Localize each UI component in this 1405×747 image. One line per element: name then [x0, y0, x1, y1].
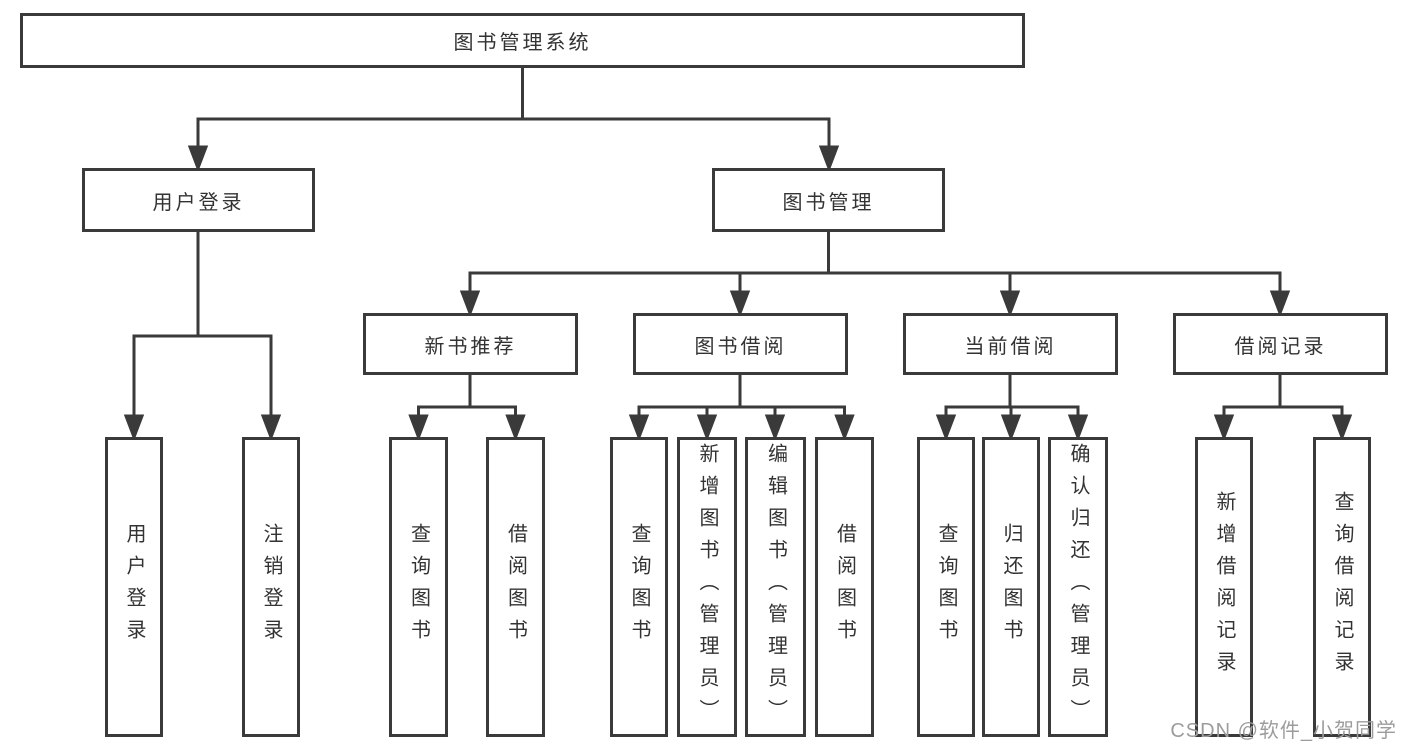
arrowhead-icon: [999, 290, 1021, 318]
connector-borrow-record-to-leaves: [1213, 375, 1353, 442]
arrowhead-icon: [187, 145, 209, 173]
connector-book-borrow-to-leaves: [628, 375, 855, 442]
leaf-borrow-add-books-admin-label: 新增图书（管理员）: [696, 443, 718, 731]
leaf-logout-label: 注销登录: [260, 523, 282, 651]
leaf-record-add-record: 新增借阅记录: [1195, 437, 1253, 737]
leaf-record-query-record-label: 查询借阅记录: [1331, 491, 1353, 683]
arrowhead-icon: [260, 414, 282, 442]
arrowhead-icon: [123, 414, 145, 442]
connector-user-login-to-leaves: [123, 232, 282, 442]
arrowhead-icon: [818, 145, 840, 173]
leaf-logout: 注销登录: [242, 437, 300, 737]
leaf-current-return-books: 归还图书: [982, 437, 1040, 737]
node-book-management-label: 图书管理: [782, 191, 875, 214]
leaf-newrec-borrow-books: 借阅图书: [486, 437, 545, 737]
node-book-borrow-label: 图书借阅: [694, 335, 787, 358]
arrowhead-icon: [935, 414, 957, 442]
leaf-borrow-add-books-admin: 新增图书（管理员）: [677, 437, 737, 737]
arrowhead-icon: [459, 290, 481, 318]
csdn-watermark: CSDN @软件_小贺同学: [1170, 720, 1397, 742]
connector-book-management-to-level3: [459, 232, 1291, 318]
arrowhead-icon: [628, 414, 650, 442]
arrowhead-icon: [1269, 290, 1291, 318]
leaf-user-login: 用户登录: [105, 437, 163, 737]
arrowhead-icon: [764, 414, 786, 442]
arrowhead-icon: [1067, 414, 1089, 442]
leaf-newrec-query-books-label: 查询图书: [407, 523, 430, 651]
node-borrow-record-label: 借阅记录: [1234, 335, 1327, 358]
node-root-label: 图书管理系统: [453, 32, 592, 54]
leaf-current-query-books: 查询图书: [917, 437, 975, 737]
leaf-newrec-borrow-books-label: 借阅图书: [504, 523, 527, 651]
arrowhead-icon: [1213, 414, 1235, 442]
connector-current-borrow-to-leaves: [935, 375, 1089, 442]
leaf-newrec-query-books: 查询图书: [389, 437, 448, 737]
leaf-current-return-books-label: 归还图书: [1000, 523, 1022, 651]
leaf-record-query-record: 查询借阅记录: [1313, 437, 1371, 737]
leaf-borrow-edit-books-admin-label: 编辑图书（管理员）: [764, 443, 787, 731]
node-book-borrow: 图书借阅: [633, 313, 848, 375]
leaf-borrow-borrow-books-label: 借阅图书: [833, 523, 856, 651]
node-current-borrow: 当前借阅: [903, 313, 1118, 375]
leaf-current-confirm-return-admin: 确认归还（管理员）: [1048, 437, 1108, 737]
leaf-record-add-record-label: 新增借阅记录: [1213, 491, 1235, 683]
connector-new-book-rec-to-leaves: [408, 375, 526, 442]
node-new-book-recommend-label: 新书推荐: [424, 335, 517, 358]
node-new-book-recommend: 新书推荐: [363, 313, 578, 375]
node-borrow-record: 借阅记录: [1173, 313, 1388, 375]
leaf-borrow-query-books-label: 查询图书: [628, 523, 650, 651]
arrowhead-icon: [408, 414, 429, 442]
arrowhead-icon: [1331, 414, 1353, 442]
leaf-current-confirm-return-admin-label: 确认归还（管理员）: [1067, 443, 1089, 731]
arrowhead-icon: [505, 414, 526, 442]
node-book-management: 图书管理: [712, 168, 945, 232]
arrowhead-icon: [834, 414, 855, 442]
arrowhead-icon: [729, 290, 751, 318]
node-user-login-label: 用户登录: [152, 191, 245, 214]
node-root: 图书管理系统: [20, 13, 1025, 68]
node-current-borrow-label: 当前借阅: [964, 335, 1057, 358]
arrowhead-icon: [696, 414, 718, 442]
leaf-borrow-edit-books-admin: 编辑图书（管理员）: [745, 437, 806, 737]
leaf-current-query-books-label: 查询图书: [935, 523, 957, 651]
node-user-login: 用户登录: [82, 168, 315, 232]
leaf-borrow-query-books: 查询图书: [610, 437, 668, 737]
arrowhead-icon: [1000, 414, 1022, 442]
connector-root-to-level2: [187, 68, 840, 173]
leaf-user-login-label: 用户登录: [123, 523, 145, 651]
leaf-borrow-borrow-books: 借阅图书: [815, 437, 874, 737]
